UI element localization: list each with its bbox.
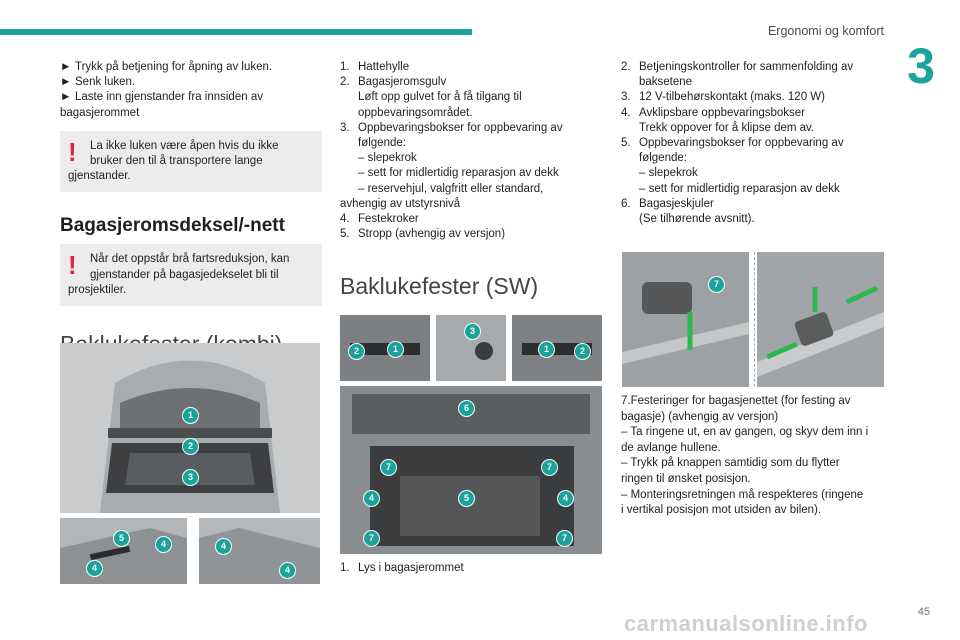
sw-top-right-photo: 1 2 (512, 315, 602, 381)
warning-icon: ! (68, 136, 77, 167)
callout-badge: 4 (363, 490, 380, 507)
sw-top-mid-photo: 3 (436, 315, 506, 381)
step-1: ►Trykk på betjening for åpning av luken. (60, 61, 273, 73)
callout-badge: 1 (387, 341, 404, 358)
page-number: 45 (917, 606, 930, 618)
callout-badge: 1 (182, 407, 199, 424)
callout-badge: 4 (155, 536, 172, 553)
list-item: 2.Bagasjeromsgulv Løft opp gulvet for å … (340, 76, 522, 119)
step-3: ►Laste inn gjenstander fra innsiden av b… (60, 91, 263, 119)
kombi-side-left-photo: 5 4 4 (60, 518, 187, 584)
callout-badge: 4 (557, 490, 574, 507)
callout-badge: 7 (541, 459, 558, 476)
section-title: Bagasjeromsdeksel/-nett (60, 215, 285, 237)
callout-badge: 4 (215, 538, 232, 555)
divider (754, 252, 755, 387)
warning-icon: ! (68, 250, 77, 281)
chapter-number: 3 (907, 38, 935, 94)
watermark: carmanualsonline.info (624, 611, 868, 636)
callout-badge: 5 (458, 490, 475, 507)
list-item: 4.Festekroker (340, 213, 419, 226)
kombi-trunk-photo: 1 2 3 (60, 343, 320, 513)
list-dash: – slepekrok (358, 152, 417, 165)
list-dash-tail: avhengig av utstyrsnivå (340, 197, 461, 210)
header-title: Ergonomi og komfort (767, 24, 884, 38)
callout-badge: 3 (464, 323, 481, 340)
column-2: 1.Hattehylle 2.Bagasjeromsgulv Løft opp … (340, 60, 602, 316)
column-3: 2.Betjeningskontroller for sammenfolding… (621, 60, 887, 227)
callout-badge: 5 (113, 530, 130, 547)
step-2: ►Senk luken. (60, 76, 136, 89)
callout-badge: 4 (279, 562, 296, 579)
callout-badge: 1 (538, 341, 555, 358)
ring-description: 7.Festeringer for bagasjenettet (for fes… (621, 395, 869, 517)
list-item: 6.Bagasjeskjuler(Se tilhørende avsnitt). (621, 197, 755, 226)
list-item: 1.Hattehylle (340, 61, 410, 73)
list-dash: – reservehjul, valgfritt eller standard, (358, 182, 544, 195)
callout-badge: 4 (86, 560, 103, 577)
list-dash: – slepekrok (639, 167, 698, 180)
sw-top-left-photo: 2 1 (340, 315, 430, 381)
list-dash: – sett for midlertidig reparasjon av dek… (358, 167, 559, 180)
sw-trunk-photo: 6 7 7 4 5 4 7 7 (340, 386, 602, 554)
ring-photo-left: 7 (622, 252, 749, 387)
caption-sw: 1.Lys i bagasjerommet (340, 562, 464, 574)
list-item: 5.Stropp (avhengig av versjon) (340, 228, 506, 241)
callout-badge: 7 (363, 530, 380, 547)
kombi-side-right-photo: 4 4 (199, 518, 320, 584)
warning-box-2: ! Når det oppstår brå fartsreduksjon, ka… (60, 244, 322, 307)
list-item: 3.12 V-tilbehørskontakt (maks. 120 W) (621, 91, 825, 104)
heading-sw: Baklukefester (SW) (340, 273, 539, 300)
callout-badge: 3 (182, 469, 199, 486)
callout-badge: 2 (574, 343, 591, 360)
header-accent-bar (0, 29, 472, 35)
callout-badge: 7 (708, 276, 725, 293)
list-item: 2.Betjeningskontroller for sammenfolding… (621, 61, 854, 89)
callout-badge: 6 (458, 400, 475, 417)
list-dash: – sett for midlertidig reparasjon av dek… (639, 182, 840, 195)
callout-badge: 7 (556, 530, 573, 547)
warning-box-1: ! La ikke luken være åpen hvis du ikke b… (60, 130, 322, 193)
column-1: ►Trykk på betjening for åpning av luken.… (60, 60, 322, 374)
callout-badge: 7 (380, 459, 397, 476)
callout-badge: 2 (348, 343, 365, 360)
list-item: 3.Oppbevaringsbokser for oppbevaring av … (340, 121, 563, 150)
ring-photo-right (757, 252, 884, 387)
callout-badge: 2 (182, 438, 199, 455)
